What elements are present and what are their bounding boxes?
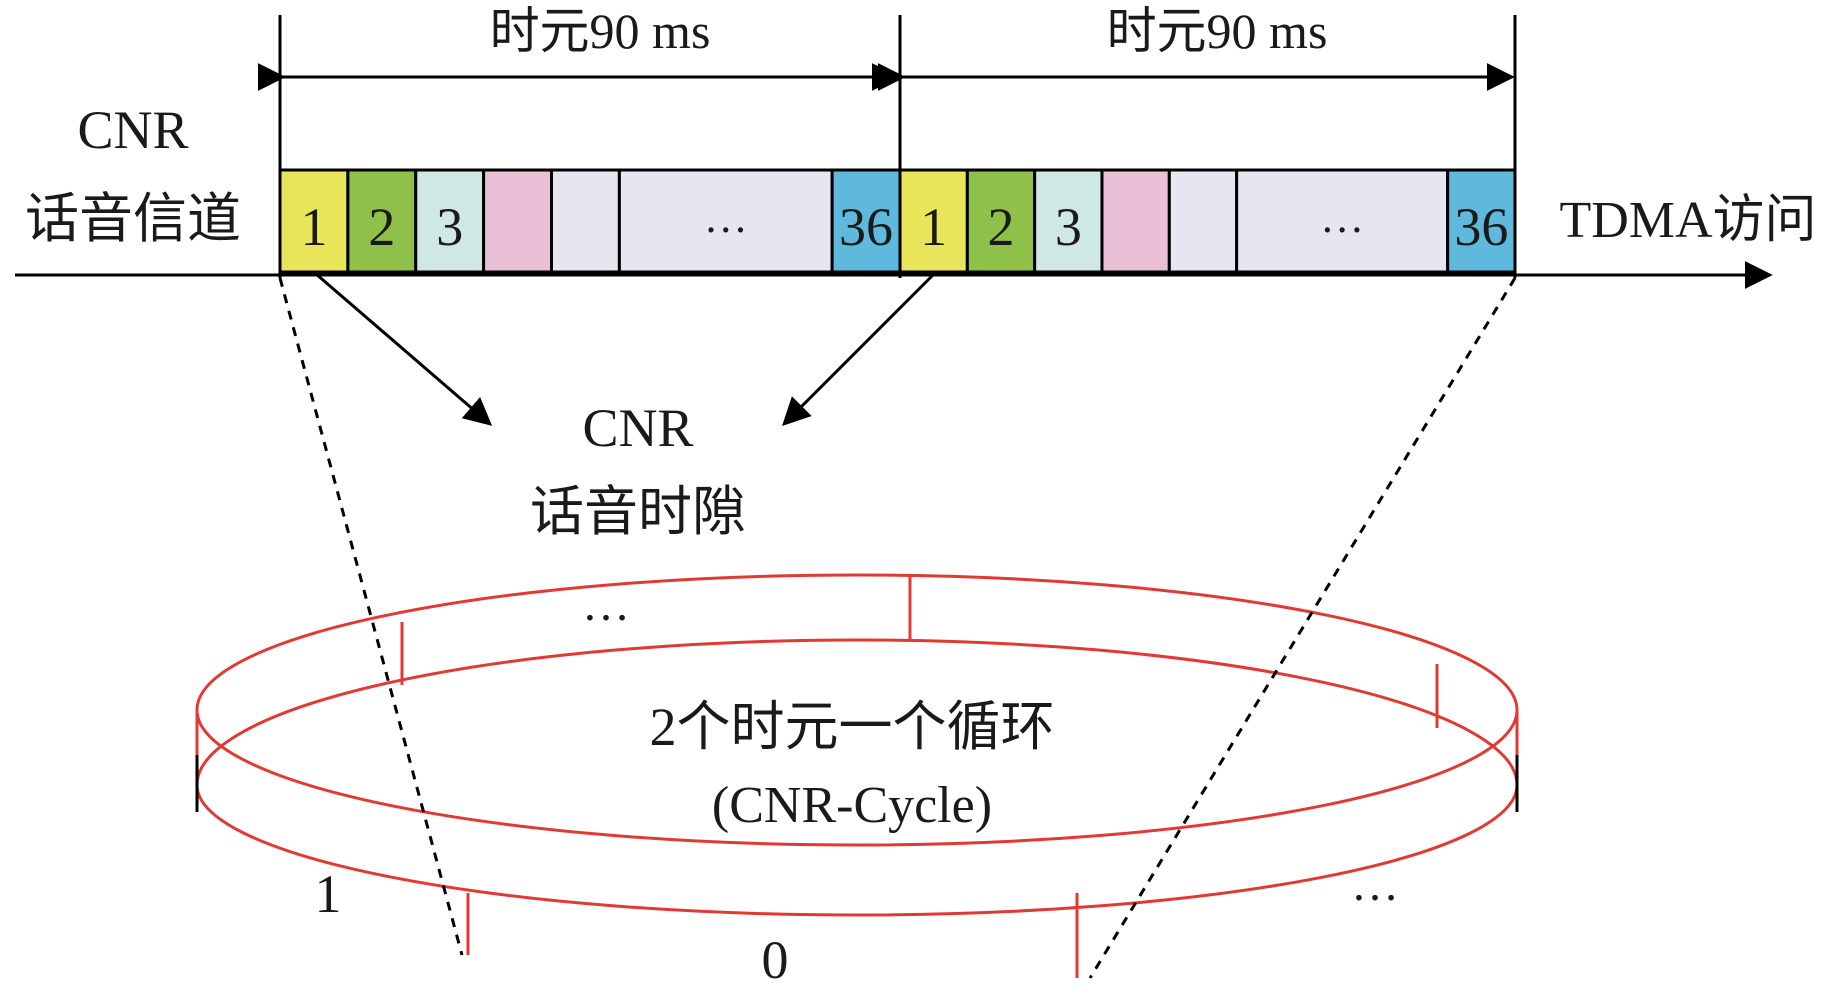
ring-label-top-ellipsis: …: [582, 578, 630, 631]
projection-line-right: [1088, 277, 1517, 979]
projection-line-left: [278, 277, 464, 956]
slot-number-label: 36: [1454, 197, 1508, 257]
voice-slot-label-text: 话音时隙: [530, 482, 746, 542]
slot-number-label: 3: [436, 197, 463, 257]
slot-number-label: 2: [987, 197, 1014, 257]
channel-label-cnr: CNR: [77, 100, 188, 160]
slot-number-label: 3: [1055, 197, 1082, 257]
cycle-subtitle: (CNR-Cycle): [712, 777, 992, 834]
ring-label-slot-1: 1: [315, 864, 342, 924]
slot-number-label: 1: [920, 197, 947, 257]
epoch-2-label: 时元90 ms: [1107, 3, 1328, 59]
slot-cell: [1446, 168, 1517, 274]
slot-cell: [550, 168, 621, 274]
slot-cell: [1235, 168, 1450, 274]
slot-number-label: 1: [300, 197, 327, 257]
slot-cell: [965, 168, 1037, 274]
voice-slot-label-cnr: CNR: [582, 398, 693, 458]
slot-number-label: …: [1320, 193, 1364, 242]
slot-cell: [1167, 168, 1239, 274]
epoch-1-label: 时元90 ms: [490, 3, 711, 59]
channel-label-voice: 话音信道: [25, 189, 241, 249]
cnr-cycle-ring: [195, 573, 1519, 978]
slot-cell: [482, 168, 554, 274]
slot-pointer-arrow-left: [315, 272, 493, 426]
cycle-title: 2个时元一个循环: [650, 697, 1055, 757]
slot-cell: [414, 168, 486, 274]
slot-number-label: …: [704, 193, 748, 242]
ring-inner-back-edge: [195, 638, 1519, 786]
ring-bottom-edge: [195, 784, 1519, 917]
slot-pointer-arrow-right: [782, 272, 936, 426]
tdma-access-label: TDMA访问: [1559, 192, 1816, 249]
slot-number-label: 36: [839, 197, 893, 257]
slot-number-label: 2: [368, 197, 395, 257]
ring-label-slot-0: 0: [762, 930, 789, 990]
slot-cell: [1100, 168, 1171, 274]
slot-cell: [830, 168, 902, 274]
ring-label-right-ellipsis: …: [1351, 858, 1399, 911]
